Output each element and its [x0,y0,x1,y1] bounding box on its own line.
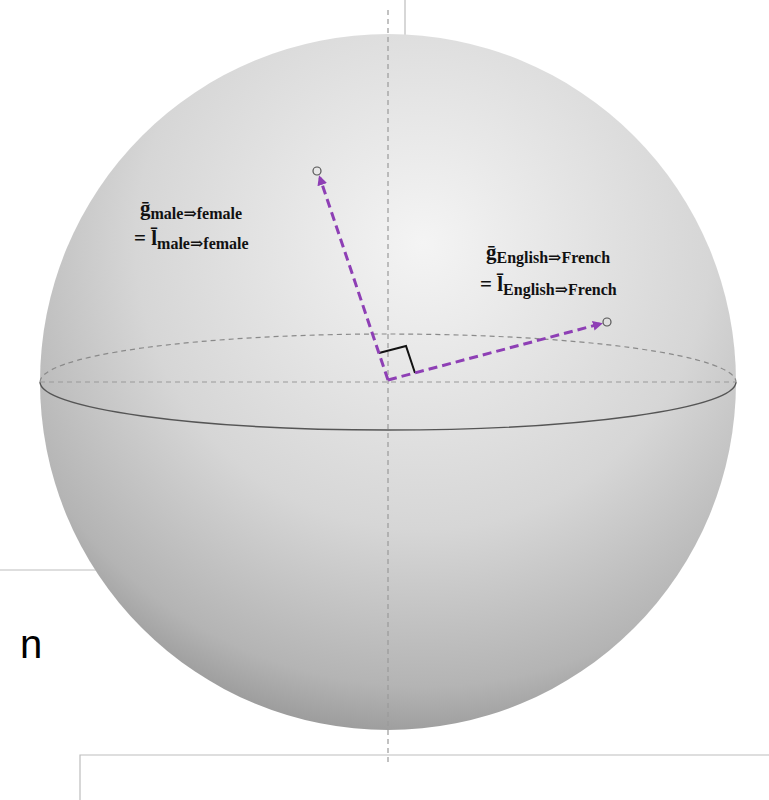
vector-symbol: = l̄ [134,226,157,250]
language-vector [388,324,600,380]
right-angle-marker [379,346,415,373]
horizontal-axis [40,381,736,382]
subscript-label: English⇒French [497,249,611,266]
gender-vector [320,178,388,380]
panel-border [80,755,769,800]
vector-symbol: ḡ [140,196,151,220]
subscript-label: male⇒female [157,235,249,252]
vector-label: n [20,622,42,667]
vector-endpoint [603,318,611,326]
vector-endpoint [313,167,321,175]
vector-label: = l̄English⇒French [480,272,617,299]
vector-symbol: = l̄ [480,272,503,296]
subscript-label: male⇒female [151,205,243,222]
vector-label: = l̄male⇒female [134,226,249,253]
vertical-axis [387,10,388,765]
subscript-label: English⇒French [503,281,617,298]
text-fragment: n [20,622,42,666]
vector-label: ḡEnglish⇒French [486,240,610,267]
vector-symbol: ḡ [486,240,497,264]
vector-label: ḡmale⇒female [140,196,242,223]
equator-front [40,382,736,430]
equator-back [40,334,736,382]
